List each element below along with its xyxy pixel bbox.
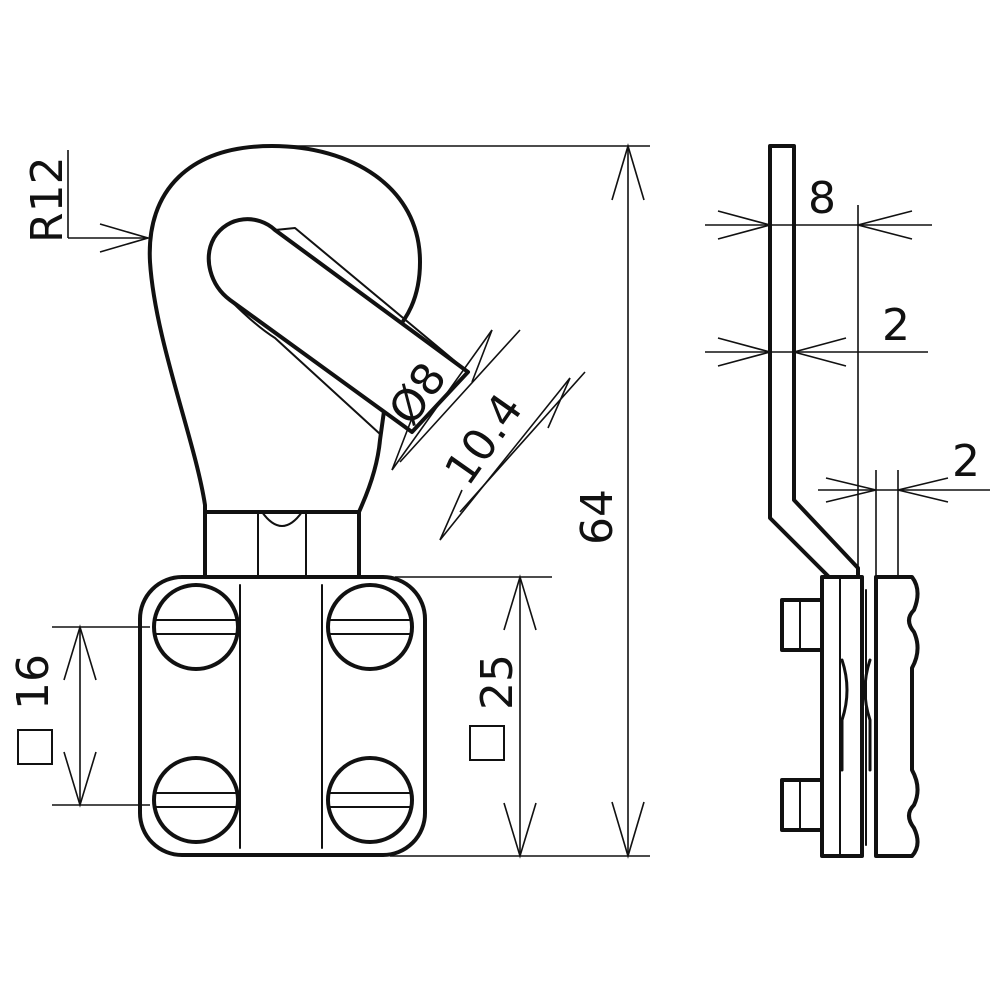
side-thickness-label: 2 bbox=[882, 300, 910, 351]
clamp-dim-lines bbox=[395, 576, 552, 856]
screw-bottom-right bbox=[326, 756, 414, 844]
eye-back-edge bbox=[274, 227, 469, 373]
conductor-dim-lines bbox=[52, 626, 150, 806]
side-conductor-channel bbox=[840, 658, 872, 772]
plate-thickness-label: 2 bbox=[952, 436, 980, 487]
side-screw-top bbox=[780, 598, 824, 652]
hole-dim-line bbox=[391, 329, 493, 471]
clamp-groove-lines bbox=[239, 584, 323, 849]
height-label: 64 bbox=[572, 489, 623, 545]
r12-leader bbox=[67, 150, 148, 239]
clamp-label: 25 bbox=[472, 654, 523, 710]
slot-dim-line bbox=[439, 377, 571, 541]
slot-label: 10.4 bbox=[435, 385, 533, 495]
side-dimensions: 8 2 2 bbox=[705, 173, 990, 577]
conductor-arrows bbox=[63, 624, 97, 808]
screw-top-left bbox=[152, 583, 240, 671]
clamp-square-symbol bbox=[469, 725, 505, 761]
side-view bbox=[768, 144, 920, 858]
screw-top-right bbox=[326, 583, 414, 671]
neck-groove bbox=[261, 511, 303, 527]
conductor-square-symbol bbox=[17, 729, 53, 765]
screw-bottom-left bbox=[152, 756, 240, 844]
plate-thickness-lines bbox=[818, 470, 990, 577]
hole-arrows bbox=[391, 329, 493, 471]
side-plate-lines bbox=[839, 576, 867, 857]
slot-arrows bbox=[439, 377, 571, 541]
height-arrows bbox=[611, 143, 645, 859]
eye-inner-edge bbox=[229, 299, 381, 435]
hook-eye bbox=[206, 217, 470, 434]
plate-thickness-arrows bbox=[825, 477, 949, 503]
side-thickness-arrows bbox=[717, 337, 847, 367]
r12-label: R12 bbox=[22, 156, 73, 243]
neck-edges bbox=[257, 507, 307, 583]
side-screw-bottom bbox=[780, 778, 824, 832]
side-width-arrows bbox=[717, 210, 913, 240]
side-width-label: 8 bbox=[808, 173, 836, 224]
side-width-lines bbox=[705, 205, 932, 568]
neck bbox=[203, 503, 361, 587]
r12-arrow bbox=[99, 223, 151, 253]
clamp-arrows bbox=[503, 574, 537, 859]
side-plate-front bbox=[874, 575, 920, 858]
front-view bbox=[138, 144, 470, 857]
conductor-label: 16 bbox=[8, 654, 59, 710]
